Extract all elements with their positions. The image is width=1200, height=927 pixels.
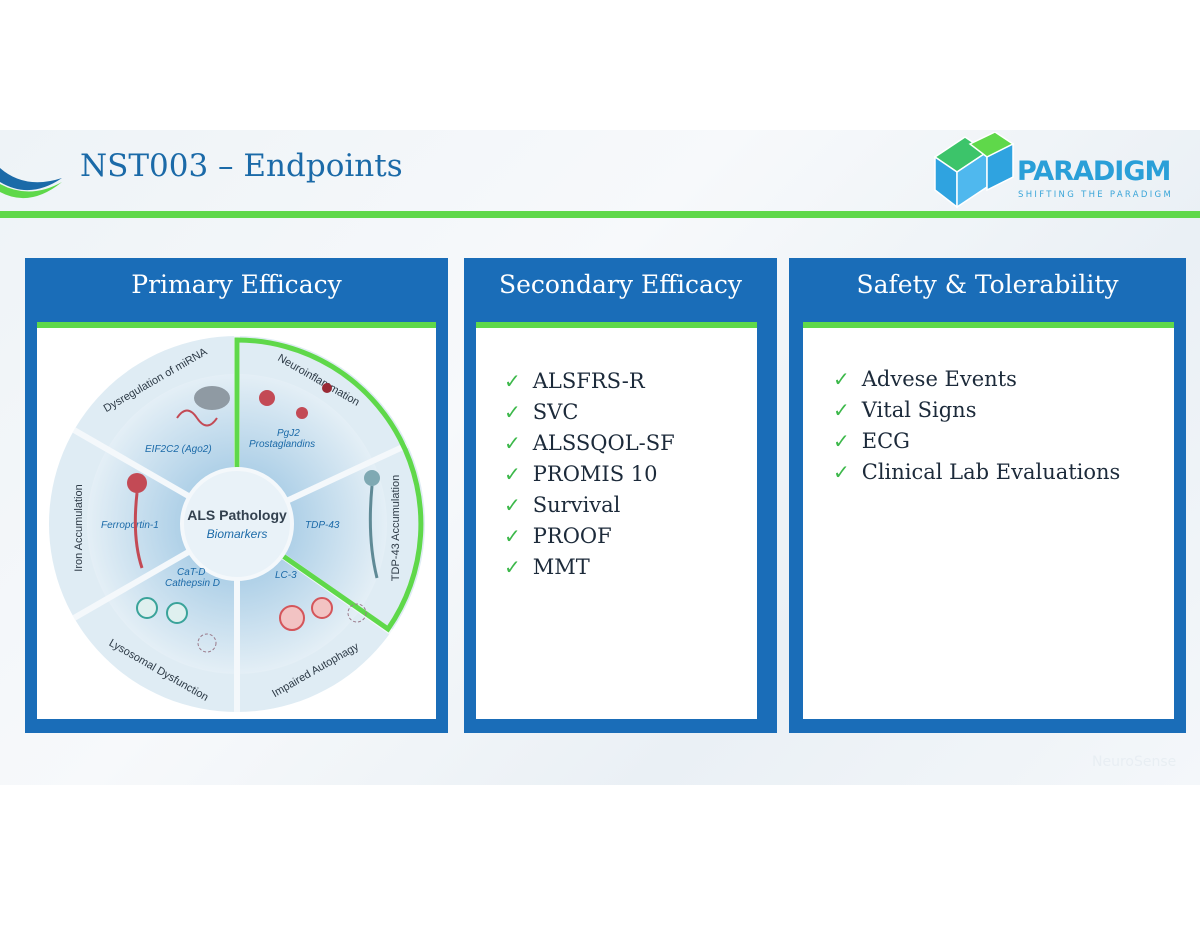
safety-endpoints-list: ✓ Advese Events ✓ Vital Signs ✓ ECG ✓ Clinical … (833, 364, 1120, 488)
checkmark-icon: ✓ (504, 493, 521, 517)
center-title: ALS Pathology (187, 507, 287, 523)
page-title: NST003 – Endpoints (80, 148, 403, 184)
endpoint-item: ✓ Clinical Lab Evaluations (833, 457, 1120, 488)
logo-tagline: SHIFTING THE PARADIGM (1018, 190, 1174, 200)
cell-illustrations-icon (127, 383, 380, 653)
endpoint-item: ✓ Advese Events (833, 364, 1120, 395)
checkmark-icon: ✓ (833, 460, 850, 484)
neurosense-watermark: NeuroSense (1092, 754, 1177, 770)
endpoint-item: ✓ Vital Signs (833, 395, 1120, 426)
panel-body: ✓ ALSFRS-R ✓ SVC ✓ ALSSQOL-SF ✓ PROMIS 10 ✓ Survi… (476, 322, 757, 719)
checkmark-icon: ✓ (504, 369, 521, 393)
panel-title: Secondary Efficacy (498, 270, 743, 299)
sector-label: TDP-43 Accumulation (390, 475, 402, 581)
marker-label: TDP-43 (305, 520, 340, 531)
panel-title: Primary Efficacy (131, 270, 342, 299)
endpoint-label: Advese Events (861, 367, 1017, 391)
marker-label: LC-3 (275, 570, 297, 581)
endpoint-item: ✓ MMT (504, 552, 675, 583)
checkmark-icon: ✓ (833, 429, 850, 453)
endpoint-item: ✓ Survival (504, 490, 675, 521)
marker-label: PgJ2 (277, 428, 300, 439)
endpoint-label: Survival (532, 493, 621, 517)
paradigm-cube-logo-icon (933, 132, 1015, 209)
marker-label: Cathepsin D (165, 578, 220, 589)
safety-tolerability-panel: Safety & Tolerability ✓ Advese Events ✓ Vit… (789, 258, 1186, 733)
checkmark-icon: ✓ (833, 367, 850, 391)
endpoint-label: PROOF (532, 524, 612, 548)
secondary-efficacy-panel: Secondary Efficacy ✓ ALSFRS-R ✓ SVC ✓ ALSSQOL… (464, 258, 777, 733)
endpoint-label: ALSFRS-R (532, 369, 645, 393)
secondary-endpoints-list: ✓ ALSFRS-R ✓ SVC ✓ ALSSQOL-SF ✓ PROMIS 10 ✓ Survi… (504, 366, 675, 583)
primary-efficacy-panel: Primary Efficacy ALS Pathology Biomarker… (25, 258, 448, 733)
checkmark-icon: ✓ (504, 524, 521, 548)
marker-label: Ferroportin-1 (101, 520, 159, 531)
endpoint-label: Clinical Lab Evaluations (861, 460, 1121, 484)
endpoint-item: ✓ PROOF (504, 521, 675, 552)
header-divider (0, 211, 1200, 218)
als-pathology-wheel: ALS Pathology Biomarkers Neuroinflammati… (49, 336, 425, 712)
marker-label: EIF2C2 (Ago2) (145, 444, 212, 455)
endpoint-item: ✓ SVC (504, 397, 675, 428)
center-subtitle: Biomarkers (207, 527, 268, 541)
panel-title: Safety & Tolerability (856, 270, 1119, 299)
sector-label: Iron Accumulation (73, 484, 85, 571)
checkmark-icon: ✓ (504, 555, 521, 579)
endpoint-item: ✓ ECG (833, 426, 1120, 457)
endpoint-item: ✓ ALSFRS-R (504, 366, 675, 397)
checkmark-icon: ✓ (504, 400, 521, 424)
highlighted-sector-outline (234, 337, 424, 633)
endpoint-item: ✓ PROMIS 10 (504, 459, 675, 490)
checkmark-icon: ✓ (833, 398, 850, 422)
logo-name: PARADIGM (1017, 156, 1171, 187)
wheel-center (180, 467, 294, 581)
panel-body: ALS Pathology Biomarkers Neuroinflammati… (37, 322, 436, 719)
endpoint-label: ECG (861, 429, 910, 453)
endpoint-label: PROMIS 10 (532, 462, 658, 486)
endpoint-label: SVC (532, 400, 579, 424)
endpoint-label: MMT (532, 555, 590, 579)
checkmark-icon: ✓ (504, 431, 521, 455)
endpoint-item: ✓ ALSSQOL-SF (504, 428, 675, 459)
endpoint-label: Vital Signs (861, 398, 977, 422)
checkmark-icon: ✓ (504, 462, 521, 486)
endpoint-label: ALSSQOL-SF (532, 431, 675, 455)
marker-label: CaT-D (177, 567, 206, 578)
panel-body: ✓ Advese Events ✓ Vital Signs ✓ ECG ✓ Clinical … (803, 322, 1174, 719)
swoosh-logo-icon (0, 168, 62, 199)
marker-label: Prostaglandins (249, 439, 315, 450)
